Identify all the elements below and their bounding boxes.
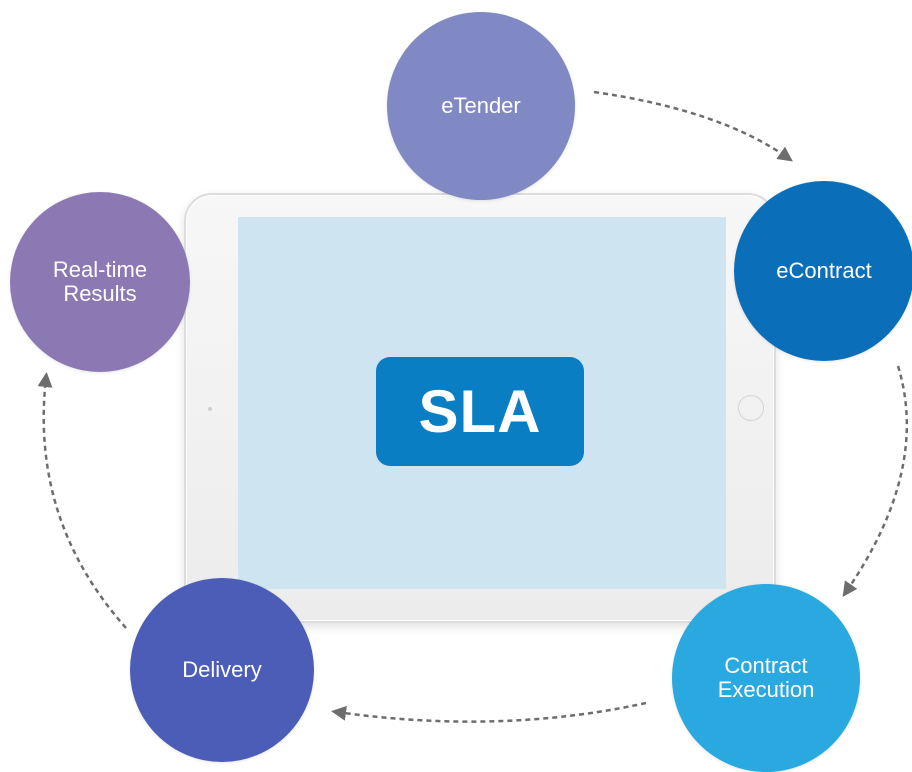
node-delivery: Delivery	[130, 578, 314, 762]
node-econtract: eContract	[734, 181, 912, 361]
node-real-time-results: Real-time Results	[10, 192, 190, 372]
arrow-etender-to-econtract	[593, 90, 793, 162]
node-real-time-results-label: Real-time Results	[52, 257, 148, 306]
node-etender-label: eTender	[441, 93, 521, 118]
node-etender: eTender	[387, 12, 575, 200]
arrow-delivery-to-realtime	[37, 372, 127, 629]
sla-badge: SLA	[376, 357, 584, 466]
tablet-camera	[208, 407, 212, 411]
arrow-execution-to-delivery	[331, 701, 647, 723]
tablet-home-button	[738, 395, 764, 421]
node-econtract-label: eContract	[776, 258, 872, 283]
node-contract-execution-label: Contract Execution	[717, 653, 815, 702]
tablet-illustration	[184, 193, 776, 623]
sla-label: SLA	[418, 378, 542, 445]
arrow-econtract-to-execution	[842, 365, 908, 597]
node-contract-execution: Contract Execution	[672, 584, 860, 772]
node-delivery-label: Delivery	[182, 657, 262, 682]
